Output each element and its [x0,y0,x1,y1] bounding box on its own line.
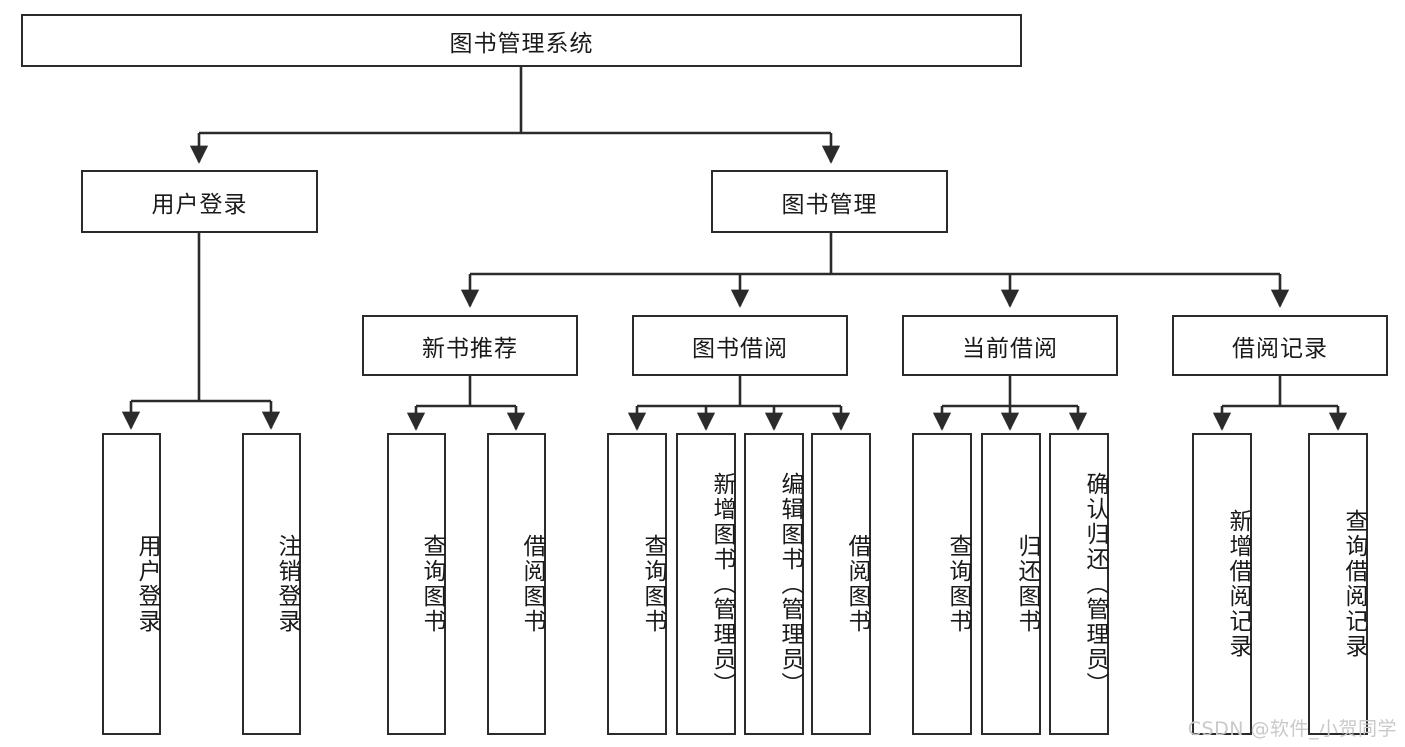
node-label: 用户登录 [134,534,160,634]
node-label: 新增图书（管理员） [709,471,735,697]
node-borrow-record[interactable]: 借阅记录 [1172,315,1388,376]
node-label: 注销登录 [274,534,300,634]
leaf-borrow-add-book-admin[interactable]: 新增图书（管理员） [676,433,736,735]
leaf-record-add-borrow-record[interactable]: 新增借阅记录 [1192,433,1252,735]
node-label: 查询图书 [419,534,445,634]
leaf-borrow-query-book[interactable]: 查询图书 [607,433,667,735]
leaf-record-query-borrow-record[interactable]: 查询借阅记录 [1308,433,1368,735]
leaf-borrow-edit-book-admin[interactable]: 编辑图书（管理员） [744,433,804,735]
node-label: 当前借阅 [962,335,1058,362]
node-label: 查询借阅记录 [1341,509,1367,659]
node-user-login[interactable]: 用户登录 [81,170,318,233]
node-label: 新书推荐 [422,335,518,362]
leaf-current-confirm-return-admin[interactable]: 确认归还（管理员） [1049,433,1109,735]
node-label: 借阅图书 [844,534,870,634]
node-book-management[interactable]: 图书管理 [711,170,948,233]
leaf-recommend-borrow-book[interactable]: 借阅图书 [487,433,546,735]
node-label: 新增借阅记录 [1225,509,1251,659]
node-label: 借阅图书 [519,534,545,634]
node-label: 图书管理系统 [449,30,594,57]
node-label: 用户登录 [151,191,248,218]
node-new-book-recommend[interactable]: 新书推荐 [362,315,578,376]
leaf-recommend-query-book[interactable]: 查询图书 [387,433,446,735]
node-root-book-management-system[interactable]: 图书管理系统 [21,14,1022,67]
leaf-user-login-logout[interactable]: 注销登录 [242,433,301,735]
leaf-user-login-login[interactable]: 用户登录 [102,433,161,735]
node-label: 图书借阅 [692,335,788,362]
leaf-borrow-borrow-book[interactable]: 借阅图书 [811,433,871,735]
node-label: 借阅记录 [1232,335,1328,362]
node-label: 图书管理 [781,191,878,218]
node-current-borrow[interactable]: 当前借阅 [902,315,1118,376]
node-label: 归还图书 [1014,534,1040,634]
node-label: 编辑图书（管理员） [777,471,803,697]
node-label: 查询图书 [945,534,971,634]
watermark-csdn: CSDN @软件_小贺同学 [1187,718,1397,740]
leaf-current-query-book[interactable]: 查询图书 [912,433,972,735]
node-book-borrow[interactable]: 图书借阅 [632,315,848,376]
node-label: 确认归还（管理员） [1082,471,1108,697]
leaf-current-return-book[interactable]: 归还图书 [981,433,1041,735]
node-label: 查询图书 [640,534,666,634]
